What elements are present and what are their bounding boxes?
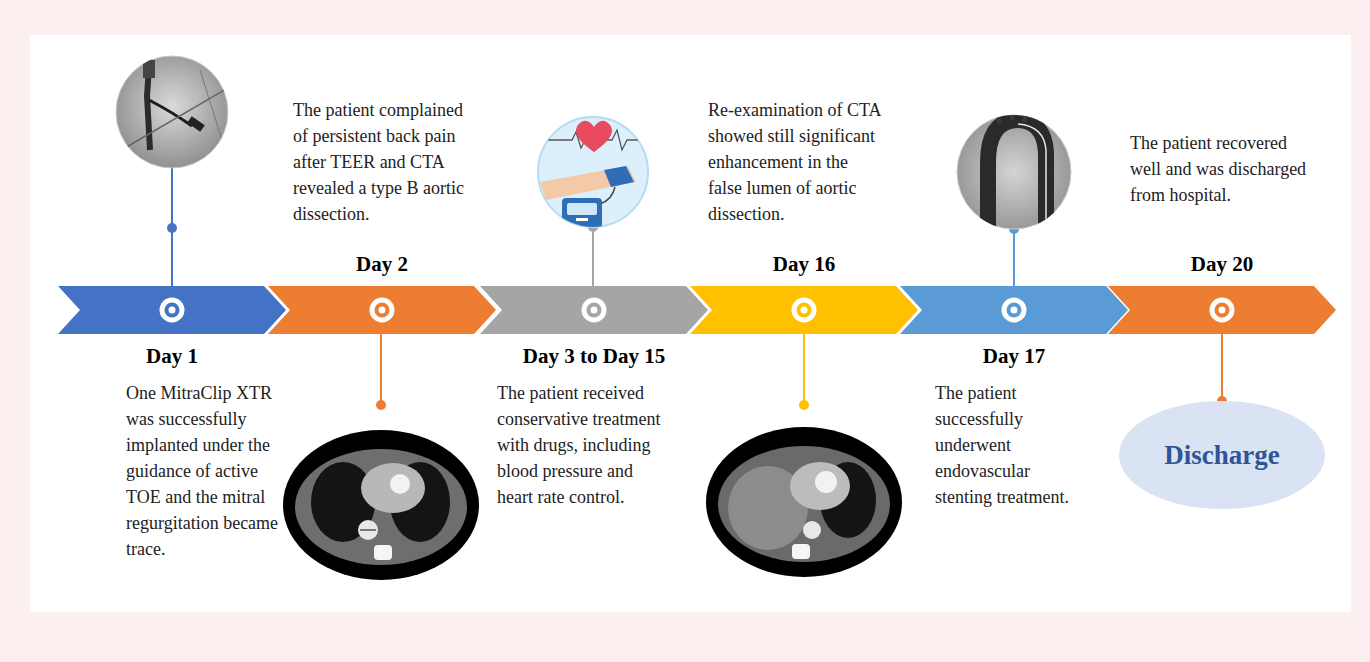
stage-marker-center: [1219, 307, 1226, 314]
day-label: Day 2: [228, 252, 536, 276]
chevron-shape: [690, 286, 918, 334]
stage-marker-ring: [587, 303, 602, 318]
stem-line: [380, 334, 382, 405]
connector-line: [1221, 334, 1223, 401]
timeline-stage: Day 17The patient successfully underwent…: [900, 286, 1128, 334]
chevron-arrow: [900, 286, 1128, 334]
tube: [600, 187, 615, 204]
ct-detail: [718, 446, 890, 562]
stem-line: [1013, 229, 1015, 286]
day-label: Day 3 to Day 15: [440, 344, 748, 368]
ellipse-shape: [1119, 401, 1325, 509]
stem-dot: [167, 223, 177, 233]
stage-description: The patient complained of persistent bac…: [293, 97, 471, 227]
stage-marker: [370, 298, 395, 323]
sheath-tip: [143, 60, 155, 78]
probe-line: [200, 70, 222, 140]
discharge-label: Discharge: [1164, 440, 1279, 471]
dissection-flap: [360, 529, 376, 531]
guide-wire: [118, 88, 228, 152]
stem-line: [592, 227, 594, 286]
timeline-stage: Day 20The patient recovered well and was…: [1108, 286, 1336, 334]
stage-marker: [1210, 298, 1235, 323]
stage-marker: [1002, 298, 1027, 323]
body-section: [295, 449, 467, 565]
chevron-arrow: [690, 286, 918, 334]
bp-icon: [538, 117, 648, 227]
ct-detail: [295, 449, 467, 565]
stage-description: The patient successfully underwent endov…: [935, 380, 1085, 510]
stage-description: One MitraClip XTR was successfully impla…: [126, 380, 284, 562]
monitor: [562, 198, 602, 228]
lung: [311, 462, 375, 542]
catheter: [1018, 124, 1046, 235]
monitor-screen: [567, 203, 597, 215]
stage-marker-ring: [1215, 303, 1230, 318]
chevron-arrow: [268, 286, 496, 334]
stem-line: [803, 334, 805, 405]
body-section: [718, 446, 890, 562]
monitor-button: [576, 218, 588, 221]
heart: [790, 462, 850, 510]
stage-marker-ring: [1007, 303, 1022, 318]
aortic-arch: [988, 120, 1046, 235]
vertebra: [374, 545, 392, 560]
cuff: [604, 166, 634, 187]
stage-marker-ring: [375, 303, 390, 318]
chevron-arrow: [480, 286, 708, 334]
stage-marker: [160, 298, 185, 323]
stem-dot: [799, 400, 809, 410]
stage-marker-center: [169, 307, 176, 314]
day-label: Day 16: [650, 252, 958, 276]
timeline-stage: Day 16Re-examination of CTA showed still…: [690, 286, 918, 334]
stage-description: Re-examination of CTA showed still signi…: [708, 97, 885, 227]
stage-marker: [792, 298, 817, 323]
contrast-chamber: [390, 474, 410, 494]
white-panel: [30, 35, 1351, 612]
chevron-shape: [268, 286, 496, 334]
timeline-stage: Day 1One MitraClip XTR was successfully …: [58, 286, 286, 334]
chevron-shape: [900, 286, 1128, 334]
discharge-ellipse: Discharge: [1119, 401, 1325, 509]
stage-description: The patient recovered well and was disch…: [1130, 130, 1314, 208]
fluoroscopy-detail: [118, 52, 228, 152]
arm: [540, 166, 636, 200]
stage-marker-ring: [797, 303, 812, 318]
angiography-detail: [988, 100, 1046, 235]
day-label: Day 1: [18, 344, 326, 368]
stage-description: The patient received conservative treatm…: [497, 380, 667, 510]
ct-image: [283, 430, 479, 580]
chevron-shape: [58, 286, 286, 334]
day-label: Day 17: [860, 344, 1168, 368]
chevron-arrow: [58, 286, 286, 334]
contrast-chamber: [815, 471, 837, 493]
stage-marker-center: [379, 307, 386, 314]
timeline-stage: Day 3 to Day 15The patient received cons…: [480, 286, 708, 334]
vertebra: [792, 544, 810, 559]
heart-symbol: [576, 121, 612, 152]
timeline-stage: Day 2The patient complained of persisten…: [268, 286, 496, 334]
chevron-shape: [480, 286, 708, 334]
arch-branches: [994, 100, 1030, 124]
stage-marker-center: [1011, 307, 1018, 314]
chevron-shape: [1108, 286, 1336, 334]
fluoroscopy-image: [116, 56, 228, 168]
day-label: Day 20: [1068, 252, 1370, 276]
stage-marker-center: [801, 307, 808, 314]
aorta: [358, 520, 378, 540]
stage-marker: [582, 298, 607, 323]
aorta: [803, 521, 821, 539]
stage-marker-ring: [165, 303, 180, 318]
stem-dot: [376, 400, 386, 410]
clip-device: [187, 116, 205, 132]
chevron-arrow: [1108, 286, 1336, 334]
stage-marker-center: [591, 307, 598, 314]
heart: [361, 463, 425, 513]
bp-icon-detail: [540, 121, 645, 228]
ct-image: [706, 427, 902, 577]
